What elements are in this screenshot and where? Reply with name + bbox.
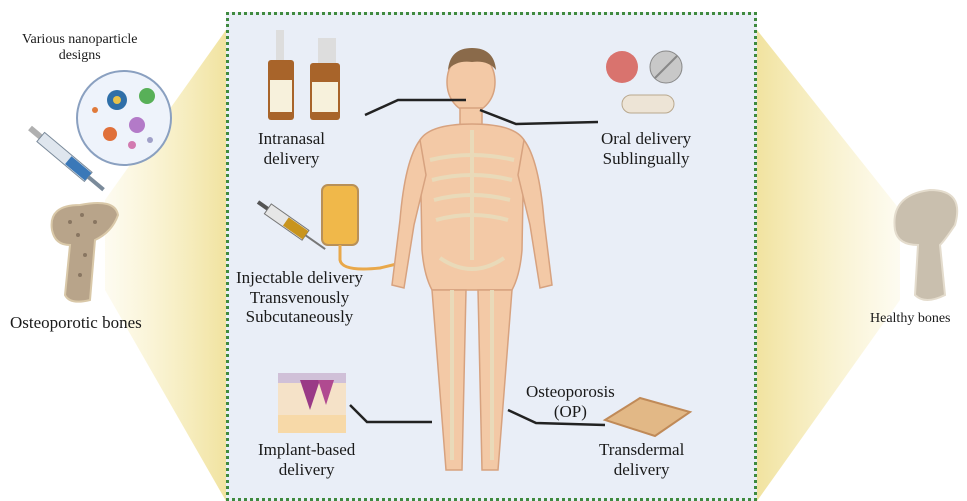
oral-line1: Oral delivery — [601, 129, 691, 148]
injectable-label: Injectable delivery Transvenously Subcut… — [236, 268, 363, 327]
osteoporotic-bone-icon — [52, 203, 118, 302]
nanoparticle-icon — [77, 71, 171, 165]
implant-skin-icon — [278, 373, 346, 433]
transdermal-line2: delivery — [614, 460, 670, 479]
transdermal-label: Transdermal delivery — [599, 440, 684, 479]
healthy-bones-label: Healthy bones — [870, 311, 950, 327]
nanoparticle-label: Various nanoparticle designs — [22, 32, 137, 64]
intranasal-line1: Intranasal — [258, 129, 325, 148]
injectable-line1: Injectable delivery — [236, 268, 363, 287]
nanoparticle-label-line2: designs — [59, 48, 101, 63]
implant-label: Implant-based delivery — [258, 440, 355, 479]
injection-icon — [255, 185, 405, 269]
intranasal-label: Intranasal delivery — [258, 129, 325, 168]
nasal-spray-icon — [268, 30, 340, 120]
osteoporotic-bones-label: Osteoporotic bones — [10, 313, 142, 333]
transdermal-line1: Transdermal — [599, 440, 684, 459]
healthy-bone-icon — [894, 190, 957, 300]
implant-line1: Implant-based — [258, 440, 355, 459]
injectable-line3: Subcutaneously — [246, 307, 354, 326]
pills-icon — [606, 51, 682, 113]
op-line2: (OP) — [554, 402, 587, 421]
injectable-line2: Transvenously — [250, 288, 350, 307]
oral-label: Oral delivery Sublingually — [601, 129, 691, 168]
transdermal-patch-icon — [605, 398, 690, 436]
osteoporosis-label: Osteoporosis (OP) — [526, 382, 615, 421]
implant-line2: delivery — [279, 460, 335, 479]
op-line1: Osteoporosis — [526, 382, 615, 401]
nanoparticle-label-line1: Various nanoparticle — [22, 32, 137, 47]
intranasal-line2: delivery — [264, 149, 320, 168]
oral-line2: Sublingually — [603, 149, 690, 168]
